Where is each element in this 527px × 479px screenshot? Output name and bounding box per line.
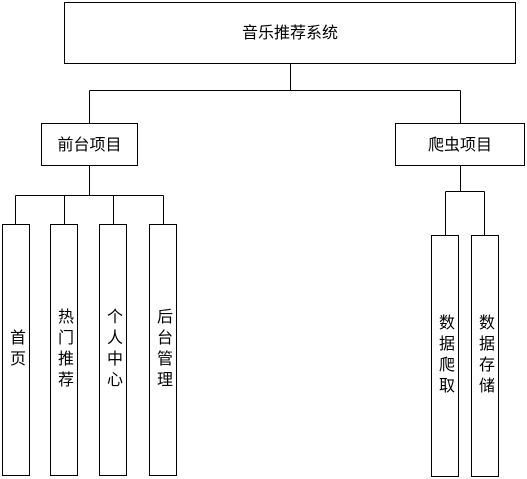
personal-center-node: 个人中心 <box>99 224 127 476</box>
home-label: 首页 <box>7 329 26 371</box>
front-project-label: 前台项目 <box>57 134 122 154</box>
front-project-node: 前台项目 <box>41 123 138 166</box>
data-store-label: 数据存储 <box>476 314 495 398</box>
root-node: 音乐推荐系统 <box>64 2 516 64</box>
hot-recommend-node: 热门推荐 <box>50 224 78 476</box>
data-crawl-label: 数据爬取 <box>436 314 455 398</box>
data-store-node: 数据存储 <box>471 235 499 477</box>
hot-recommend-label: 热门推荐 <box>55 308 74 392</box>
crawler-project-label: 爬虫项目 <box>427 134 492 154</box>
personal-center-label: 个人中心 <box>104 308 123 392</box>
admin-node: 后台管理 <box>149 224 177 476</box>
data-crawl-node: 数据爬取 <box>431 235 459 477</box>
home-node: 首页 <box>2 224 30 476</box>
crawler-project-node: 爬虫项目 <box>395 123 525 166</box>
root-node-label: 音乐推荐系统 <box>241 23 338 42</box>
admin-label: 后台管理 <box>154 308 173 392</box>
